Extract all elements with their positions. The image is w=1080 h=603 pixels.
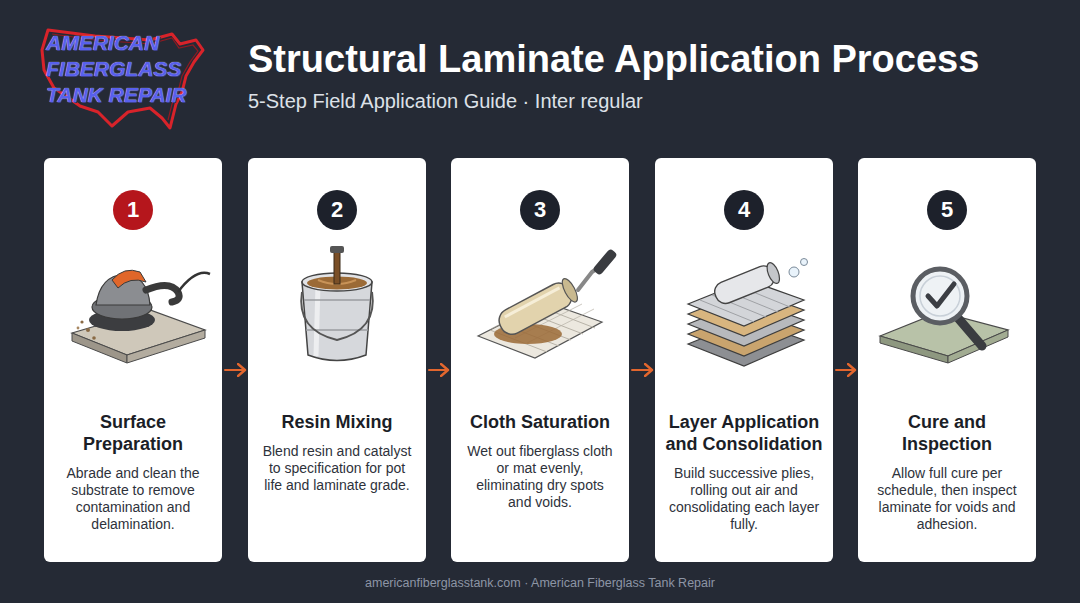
sander-icon-part [178,273,210,292]
sander-icon-part [77,327,80,330]
sander-icon-part [112,270,146,288]
resin-bucket-icon [301,246,373,361]
connector-layer-part [225,370,855,371]
sander-icon [72,270,210,363]
step-number-badge: 3 [520,190,560,230]
sander-icon-part [127,330,205,363]
step-number: 2 [331,198,343,222]
step-number: 3 [534,198,546,222]
resin-bucket-icon-part [334,250,340,284]
sander-icon-part [92,336,96,340]
sander-icon-part [86,328,90,332]
layer-stack-icon-part [801,259,808,266]
flow-arrow [225,369,245,371]
card-shape [248,158,426,562]
step-card: Cloth SaturationWet out fiberglass cloth… [451,158,629,562]
sander-icon-part [72,333,127,363]
step-card: Layer Application and ConsolidationBuild… [655,158,833,562]
sander-icon-part [80,320,83,323]
flow-arrow [429,369,448,371]
resin-bucket-icon-part [304,299,370,301]
step-description: Blend resin and catalyst to specificatio… [260,443,414,494]
step-number-badge: 5 [927,190,967,230]
step-number: 1 [127,198,139,222]
resin-bucket-icon-part [302,282,372,361]
inspection-icon-part [920,276,960,316]
step-number-badge: 2 [317,190,357,230]
step-card: Cure and InspectionAllow full cure per s… [858,158,1036,562]
card-shapes [44,158,1036,562]
page-subtitle: 5-Step Field Application Guide · Inter r… [248,90,643,113]
roller-icon [478,248,618,358]
card-shape [655,158,833,562]
footer-text: americanfiberglasstank.com · American Fi… [0,576,1080,590]
inspection-icon-part [928,284,954,306]
flow-arrow [836,369,855,371]
step-description: Allow full cure per schedule, then inspe… [870,465,1024,533]
step-number: 4 [738,198,750,222]
page-title: Structural Laminate Application Process [248,38,979,81]
step-card: Resin MixingBlend resin and catalyst to … [248,158,426,562]
step-heading: Cloth Saturation [457,411,623,433]
step-heading: Cure and Inspection [864,411,1030,455]
roller-icon-part [592,248,618,276]
step-number-badge: 4 [724,190,764,230]
step-description: Build successive plies, rolling out air … [667,465,821,533]
layer-stack-icon [688,259,808,367]
resin-bucket-icon-part [316,284,318,356]
inspection-icon-part [880,336,948,363]
roller-icon-part [495,277,580,339]
resin-bucket-icon-part [301,292,373,340]
step-heading: Layer Application and Consolidation [661,411,827,455]
inspection-icon [880,269,1008,363]
step-card: Surface PreparationAbrade and clean the … [44,158,222,562]
step-description: Wet out fiberglass cloth or mat evenly, … [463,443,617,511]
layer-stack-icon-part-part [765,261,783,285]
step-number: 5 [941,198,953,222]
card-shape [44,158,222,562]
logo-text: AMERICAN FIBERGLASS TANK REPAIR [46,30,206,108]
card-shape [858,158,1036,562]
step-heading: Resin Mixing [254,411,420,433]
resin-bucket-icon-part [330,246,344,253]
sander-icon-part [146,285,179,302]
flow-arrow [632,369,652,371]
layer-stack-icon-part [789,267,799,277]
inspection-icon-part [958,318,982,346]
layer-stack-icon-part [712,261,782,306]
card-shape [451,158,629,562]
step-heading: Surface Preparation [50,411,216,455]
step-description: Abrade and clean the substrate to remove… [56,465,210,533]
roller-icon-part-part [505,288,560,317]
inspection-icon-part [913,269,967,323]
step-number-badge: 1 [113,190,153,230]
